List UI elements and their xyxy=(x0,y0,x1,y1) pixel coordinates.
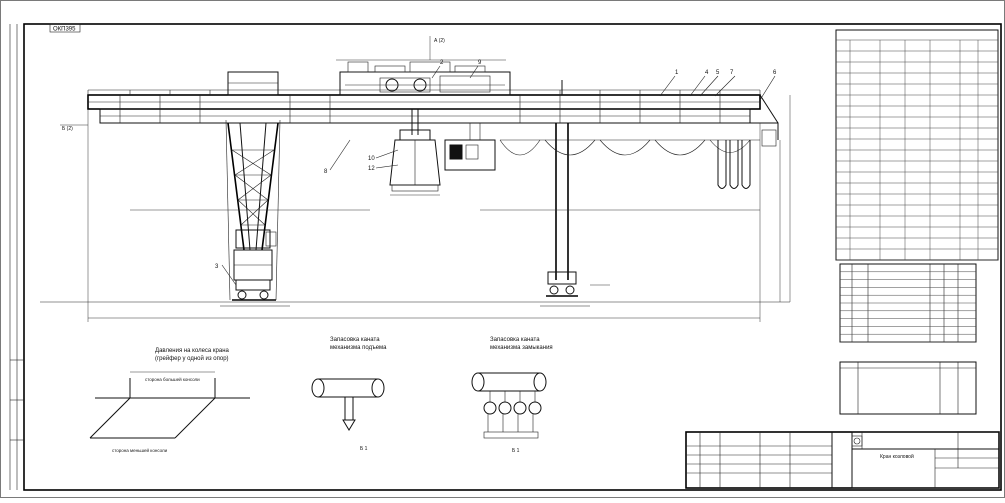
leader-2: 2 xyxy=(440,60,444,66)
wheel-load-diagram: Давления на колеса крана (грейфер у одно… xyxy=(89,348,250,453)
spec-table xyxy=(835,29,999,261)
revision-table xyxy=(839,361,977,415)
parts-list xyxy=(839,263,977,343)
leader-12: 12 xyxy=(368,166,375,172)
sheet-frame xyxy=(23,23,1002,491)
wheel-load-title-1: Давления на колеса крана xyxy=(155,348,230,354)
leader-10: 10 xyxy=(368,156,375,162)
leader-1: 1 xyxy=(675,70,679,76)
wheel-load-big-side: сторона большей консоли xyxy=(145,376,200,382)
title-block: Кран козловой xyxy=(685,431,1000,489)
title-name-1: Кран козловой xyxy=(880,453,914,460)
leader-7: 7 xyxy=(730,70,734,76)
rope-close-title-1: Запасовка каната xyxy=(490,337,540,343)
cable-festoon xyxy=(499,139,760,156)
wheel-load-small-side: сторона меньшей консоли xyxy=(112,447,168,453)
leader-3: 3 xyxy=(215,264,219,270)
left-binding-strip xyxy=(9,24,24,490)
leader-6: 6 xyxy=(773,70,777,76)
wheel-load-title-2: (грейфер у одной из опор) xyxy=(155,355,229,362)
position-leaders: 2 9 1 4 5 7 6 8 10 12 3 xyxy=(215,60,777,286)
rope-close-label: Б 1 xyxy=(512,448,520,454)
left-leg xyxy=(225,71,281,301)
top-left-stamp xyxy=(49,23,81,33)
leader-8: 8 xyxy=(324,169,328,175)
right-leg xyxy=(546,80,578,297)
top-left-code: ОКП395 xyxy=(53,27,76,33)
view-label-left: Б (2) xyxy=(62,126,73,132)
leader-9: 9 xyxy=(478,60,482,66)
rope-lift-title-1: Запасовка каната xyxy=(330,337,380,343)
girder-stiffeners xyxy=(119,95,721,123)
rope-reeving-lift: Запасовка каната механизма подъема Б 1 xyxy=(311,337,387,452)
view-label-top: А (2) xyxy=(434,38,445,44)
rope-lift-label: Б 1 xyxy=(360,446,368,452)
leader-4: 4 xyxy=(705,70,709,76)
rope-close-title-2: механизма замыкания xyxy=(490,345,553,351)
dimension-lines: А (2) Б (2) xyxy=(60,36,791,322)
leader-5: 5 xyxy=(716,70,720,76)
cable-loops xyxy=(717,140,751,189)
crane-elevation xyxy=(40,61,790,307)
rope-reeving-close: Запасовка каната механизма замыкания Б 1 xyxy=(471,337,553,454)
rope-lift-title-2: механизма подъема xyxy=(330,345,387,351)
operator-cab xyxy=(444,123,496,171)
grab-bucket xyxy=(389,109,441,192)
